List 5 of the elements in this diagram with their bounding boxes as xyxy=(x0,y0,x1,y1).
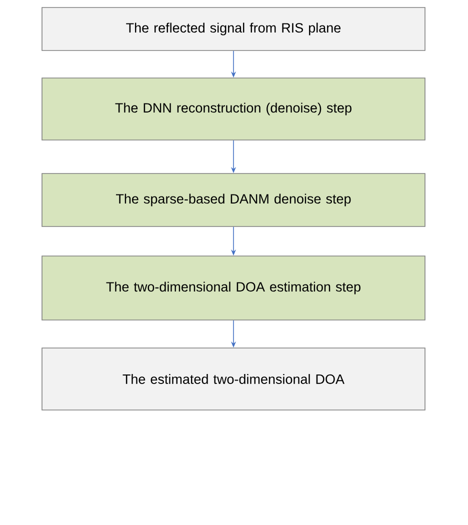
output-box: The estimated two-dimensional DOA xyxy=(42,348,426,410)
process-box: The DNN reconstruction (denoise) step xyxy=(42,78,426,140)
process-box: The two-dimensional DOA estimation step xyxy=(42,256,426,320)
input-box: The reflected signal from RIS plane xyxy=(42,7,426,51)
process-box: The sparse-based DANM denoise step xyxy=(42,173,426,227)
